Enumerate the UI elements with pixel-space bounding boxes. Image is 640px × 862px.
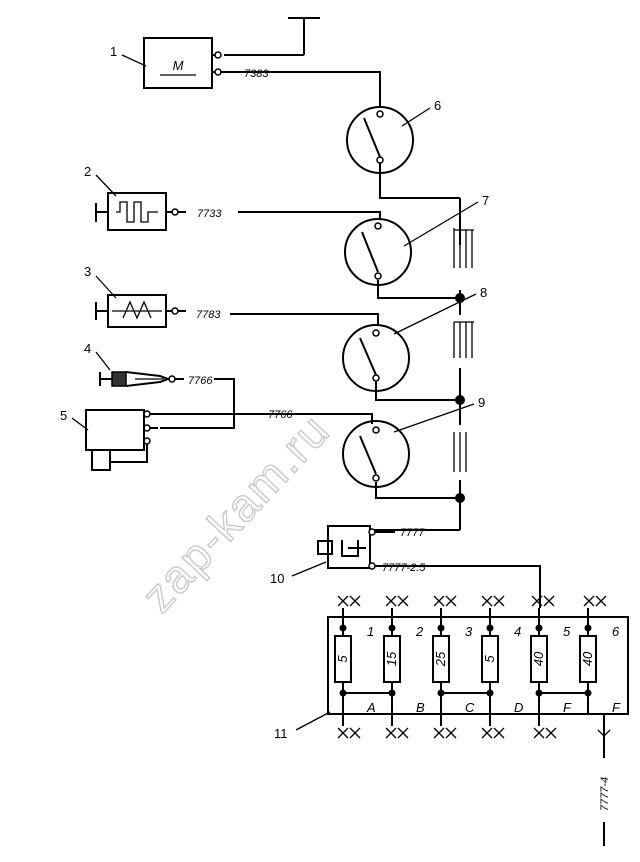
fuse-number: 5 (563, 624, 571, 639)
fuse-letter: A (366, 700, 376, 715)
junction-dot (339, 624, 347, 632)
ground-symbol-top (224, 17, 320, 56)
wire-7733: 7733 (197, 208, 381, 220)
callout-2: 2 (84, 164, 91, 179)
callout-10: 10 (270, 571, 284, 586)
fuse-number: 3 (465, 624, 473, 639)
switch-9 (342, 420, 460, 499)
fuse-block-top-terminals (337, 595, 607, 607)
watermark: zap-kam.ru (131, 403, 340, 621)
wire-7766-b: 7766 (150, 409, 373, 424)
callout-1: 1 (110, 44, 117, 59)
callout-8: 8 (480, 285, 487, 300)
fuse-number: 1 (367, 624, 374, 639)
component-3-lamp (95, 294, 186, 328)
wire-7383: 7383 (221, 68, 381, 108)
fuse-letter: B (416, 700, 425, 715)
fuse-letter: D (514, 700, 523, 715)
callout-3: 3 (84, 264, 91, 279)
wire-7783: 7783 (196, 309, 379, 326)
fuse-rating: 5 (482, 655, 497, 663)
component-10-relay (317, 525, 395, 570)
junction-dot (535, 624, 543, 632)
wire-label-7: 7777-2.5 (382, 562, 426, 574)
wire-label-6: 7777 (400, 527, 425, 539)
callout-6: 6 (434, 98, 441, 113)
fuse-letter: F (612, 700, 621, 715)
fuse-rating: 25 (433, 651, 448, 667)
fuse-block-bottom-terminals (337, 727, 557, 739)
switch-6 (346, 106, 460, 199)
wire-label-3: 7783 (196, 309, 221, 321)
callout-9: 9 (478, 395, 485, 410)
switch-8 (342, 324, 460, 401)
junction-dot (437, 624, 445, 632)
component-4-sensor (99, 371, 184, 387)
fuse-block: 5 1A 15 2B 25 3C 5 4D 40 5F 40 6F (327, 595, 629, 740)
callout-5: 5 (60, 408, 67, 423)
wire-label-1: 7383 (244, 68, 269, 80)
junction-dot (388, 624, 396, 632)
component-5-relay (85, 409, 158, 471)
fuse-rating: 40 (580, 651, 595, 666)
fuse-number: 4 (514, 624, 521, 639)
wire-7777-2-5: 7777-2.5 (375, 562, 541, 608)
callout-4: 4 (84, 341, 91, 356)
fuse-rating: 15 (384, 651, 399, 666)
fuse-number: 6 (612, 624, 620, 639)
fuse-letter: F (563, 700, 572, 715)
wire-7766-a: 7766 (160, 375, 235, 429)
wire-7777: 7777 (400, 527, 425, 539)
callout-11: 11 (274, 726, 288, 741)
callouts: 1 2 3 4 5 6 7 8 9 10 11 (60, 44, 489, 741)
wire-label-8: 7777-4 (599, 777, 611, 811)
ground-bus (372, 198, 474, 531)
wire-label-2: 7733 (197, 208, 222, 220)
fuse-letter: C (465, 700, 475, 715)
motor-letter: M (173, 58, 184, 73)
wire-label-5: 7766 (268, 409, 293, 421)
component-2-heater (95, 192, 186, 231)
wire-7777-4: 7777-4 (599, 740, 611, 846)
switch-7 (344, 218, 460, 299)
wire-label-4: 7766 (188, 375, 213, 387)
fuse-number: 2 (415, 624, 424, 639)
motor-component: M (143, 37, 222, 89)
junction-dot (486, 624, 494, 632)
junction-dot (584, 624, 592, 632)
fuse-rating: 40 (531, 651, 546, 666)
callout-7: 7 (482, 193, 489, 208)
fuse-rating: 5 (335, 655, 350, 663)
